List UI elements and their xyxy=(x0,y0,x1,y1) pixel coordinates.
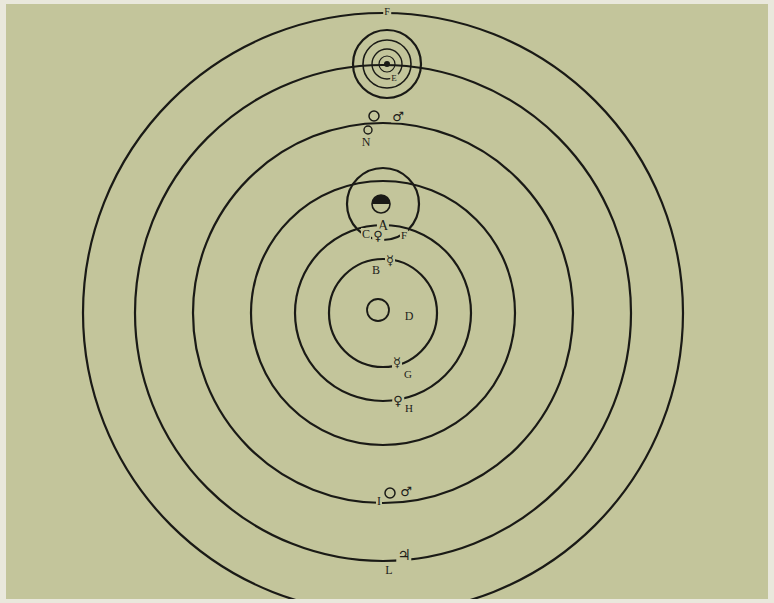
diagram-ground: FE♂NAC♀FB☿D☿G♀H♂I♃L xyxy=(6,4,768,599)
point-letter: L xyxy=(384,564,393,576)
planet-symbol: ♂ xyxy=(391,110,405,123)
point-letter: N xyxy=(361,136,372,148)
point-letter: F xyxy=(383,7,391,17)
copernican-system-illustration xyxy=(6,4,768,599)
point-letter: F xyxy=(400,230,408,241)
point-letter: H xyxy=(404,403,414,414)
planet-symbol: ☿ xyxy=(385,254,395,267)
planet-symbol: ♃ xyxy=(396,548,411,563)
point-letter: C xyxy=(361,228,371,240)
planet-symbol: ♀ xyxy=(372,229,384,242)
planet-symbol: ☿ xyxy=(392,356,402,369)
point-letter: G xyxy=(403,369,413,380)
point-letter: E xyxy=(390,74,398,83)
point-letter: D xyxy=(404,310,415,322)
planet-symbol: ♂ xyxy=(399,485,413,498)
point-letter: B xyxy=(371,264,381,276)
point-letter: I xyxy=(376,495,382,507)
planet-symbol: ♀ xyxy=(392,394,404,407)
